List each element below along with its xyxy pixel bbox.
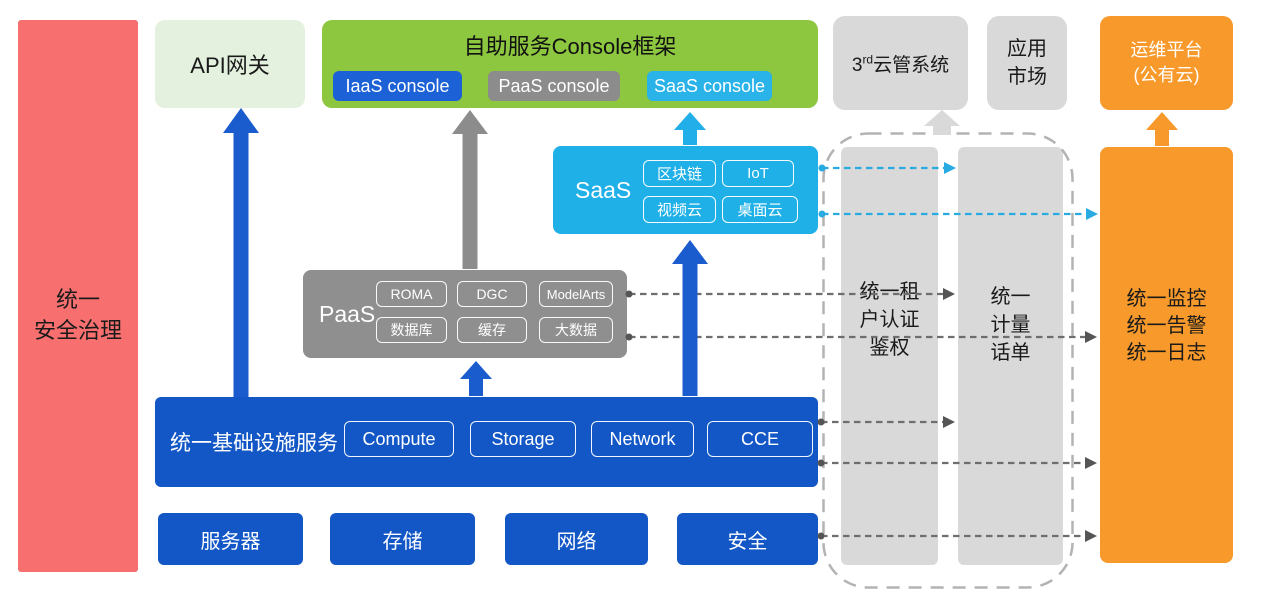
app-market-label: 应用 市场: [1007, 38, 1047, 88]
auth-bar: 统一租 户认证 鉴权: [841, 147, 938, 565]
api-gateway-label: API网关: [190, 53, 270, 78]
saas-to-billing-arrowhead: [944, 162, 956, 174]
monitor-bar: 统一监控 统一告警 统一日志: [1100, 147, 1233, 563]
console-framework-title: 自助服务Console框架: [463, 34, 677, 59]
paas-chip-roma: ROMA: [376, 281, 447, 307]
resource-box-storage: 存储: [330, 513, 475, 565]
infra-to-saas-arrow: [672, 240, 708, 396]
resource-network-label: 网络: [556, 530, 597, 553]
api-gateway-box: API网关: [155, 20, 305, 108]
saas-chip-blockchain: 区块链: [643, 160, 716, 187]
infrastructure-bar: 统一基础设施服务 Compute Storage Network CCE: [155, 397, 818, 487]
resource-storage-label: 存储: [382, 530, 423, 553]
resource-box-security: 安全: [677, 513, 818, 565]
infra-to-billing-dot: [817, 418, 825, 426]
paas-to-console-arrow: [452, 110, 488, 269]
auth-bar-label: 统一租 户认证 鉴权: [859, 281, 920, 359]
saas-box: SaaS 区块链 IoT 视频云 桌面云: [553, 146, 818, 234]
infra-to-api-arrow: [223, 108, 259, 397]
saas-console-button: SaaS console: [647, 71, 772, 101]
saas-chip-video-cloud: 视频云: [643, 196, 716, 223]
resource-server-label: 服务器: [200, 530, 261, 553]
paas-label: PaaS: [319, 300, 376, 327]
console-framework-box: 自助服务Console框架 IaaS console PaaS console …: [322, 20, 818, 108]
billing-bar: 统一 计量 话单: [958, 147, 1063, 565]
saas-to-billing-dot: [818, 164, 826, 172]
infra-chip-compute: Compute: [344, 421, 454, 457]
paas-chip-bigdata: 大数据: [539, 317, 613, 343]
security-governance-bar: 统一 安全治理: [18, 20, 138, 572]
monitor-bar-label: 统一监控 统一告警 统一日志: [1126, 288, 1207, 364]
third-party-cloud-mgmt-label: 3rd云管系统: [851, 52, 950, 76]
paas-chip-dgc: DGC: [457, 281, 527, 307]
paas-to-monitor-arrowhead: [1085, 331, 1097, 343]
saas-to-monitor-dot: [818, 210, 826, 218]
saas-chip-iot: IoT: [722, 160, 794, 187]
paas-chip-modelarts: ModelArts: [539, 281, 613, 307]
security-to-monitor-arrowhead: [1085, 530, 1097, 542]
ops-platform-label: 运维平台 (公有云): [1130, 40, 1203, 85]
infrastructure-label: 统一基础设施服务: [170, 432, 338, 455]
third-party-cloud-mgmt-box: 3rd云管系统: [833, 16, 968, 110]
monitor-to-ops-arrow: [1146, 112, 1178, 146]
saas-to-monitor-arrowhead: [1086, 208, 1098, 220]
resource-box-server: 服务器: [158, 513, 303, 565]
saas-chip-desktop-cloud: 桌面云: [722, 196, 798, 223]
billing-bar-label: 统一 计量 话单: [990, 286, 1031, 364]
saas-to-console-arrow: [674, 112, 706, 145]
paas-chip-cache: 缓存: [457, 317, 527, 343]
paas-chip-database: 数据库: [376, 317, 447, 343]
infra-to-monitor-arrowhead: [1085, 457, 1097, 469]
infra-chip-storage: Storage: [470, 421, 576, 457]
iaas-console-button: IaaS console: [333, 71, 462, 101]
infra-to-monitor-dot: [817, 459, 825, 467]
security-governance-label: 统一 安全治理: [33, 287, 122, 343]
resource-box-network: 网络: [505, 513, 648, 565]
infra-chip-cce: CCE: [707, 421, 813, 457]
security-to-monitor-dot: [817, 532, 825, 540]
infra-to-paas-arrow: [460, 361, 492, 396]
infra-to-billing-arrowhead: [943, 416, 955, 428]
paas-box: PaaS ROMA DGC ModelArts 数据库 缓存 大数据: [303, 270, 627, 358]
paas-console-button: PaaS console: [488, 71, 620, 101]
resource-security-label: 安全: [727, 530, 768, 553]
saas-label: SaaS: [575, 176, 632, 203]
ops-platform-box: 运维平台 (公有云): [1100, 16, 1233, 110]
infra-chip-network: Network: [591, 421, 694, 457]
dashed-to-cloudmgmt-arrow: [924, 110, 960, 135]
paas-to-billing-arrowhead: [943, 288, 955, 300]
app-market-box: 应用 市场: [987, 16, 1067, 110]
